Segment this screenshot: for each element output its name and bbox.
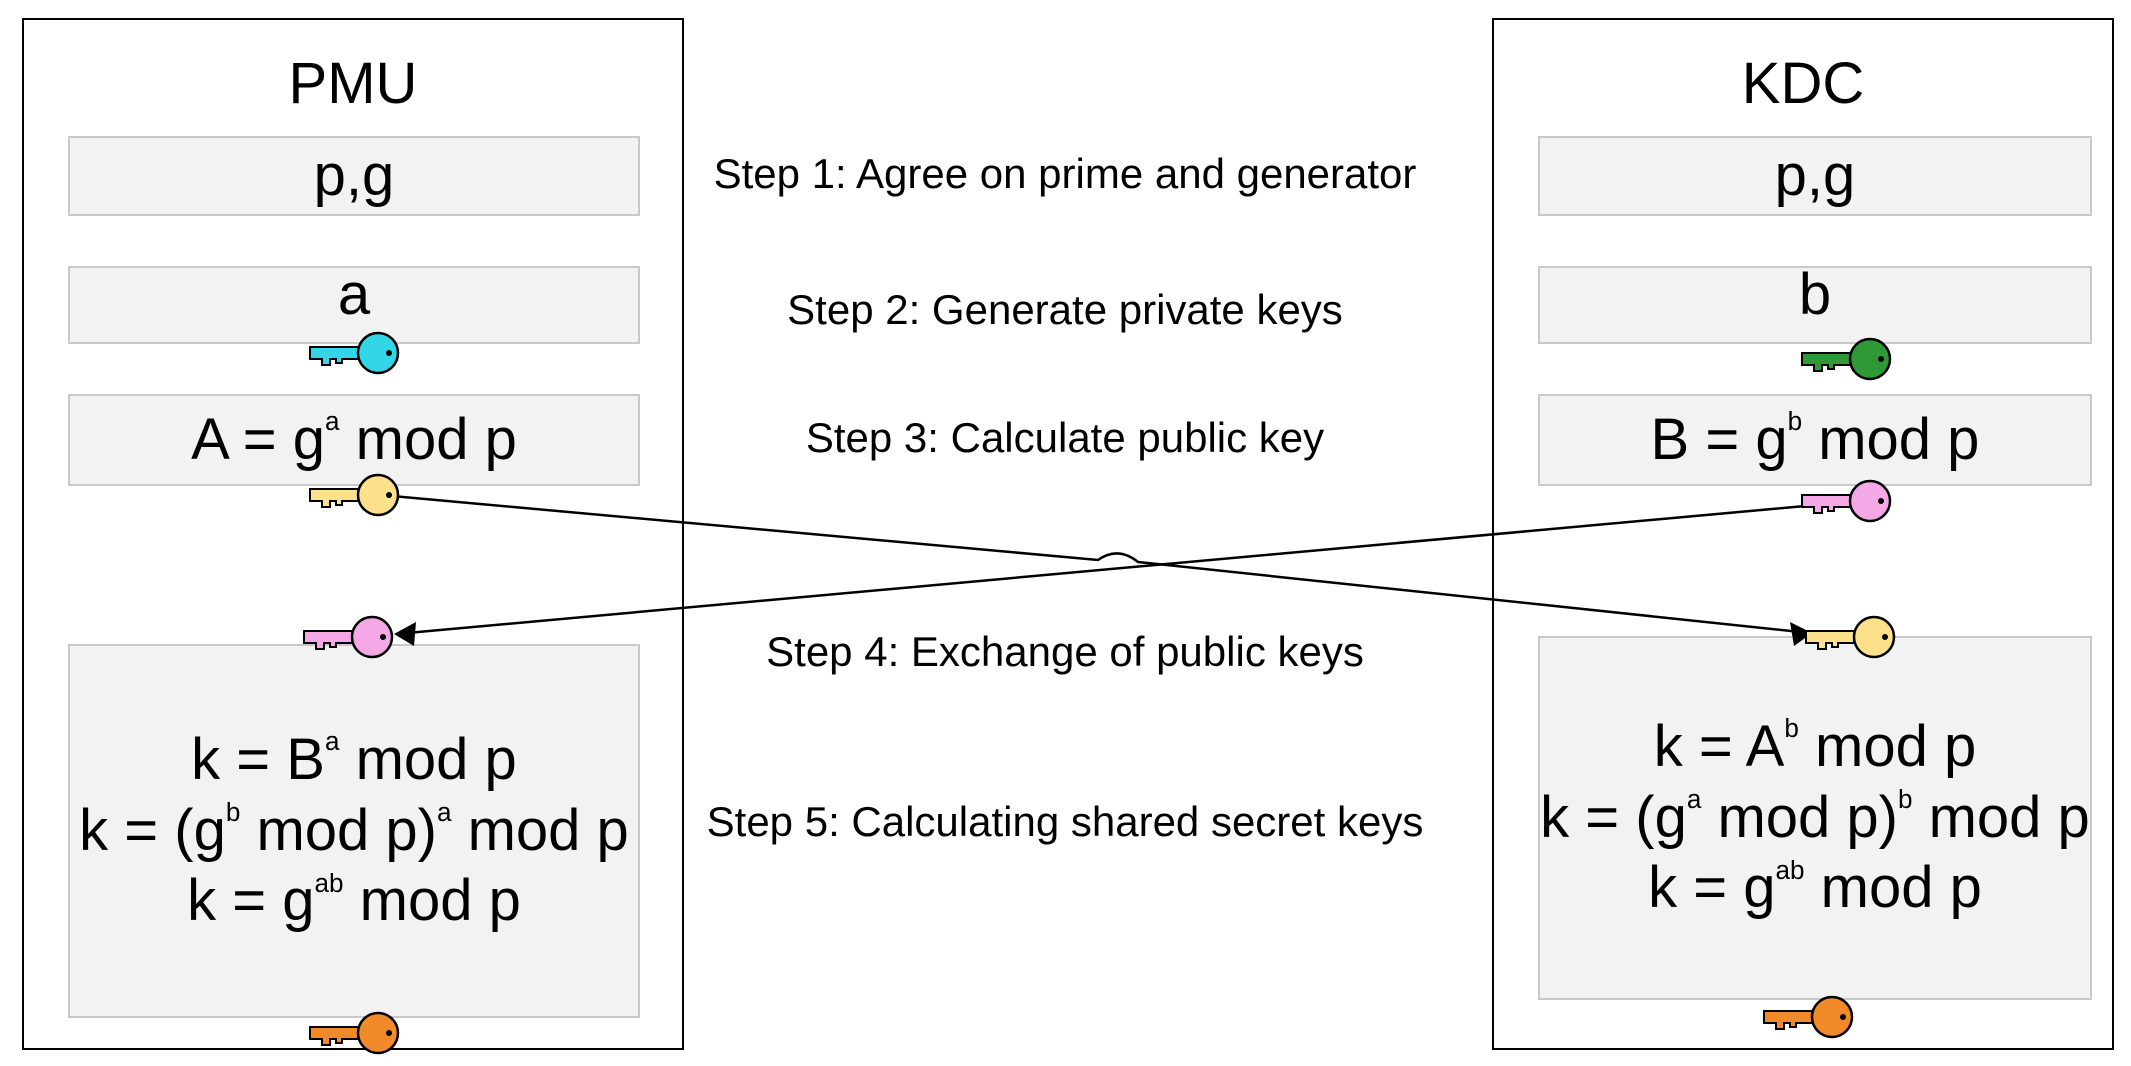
- pmu-shared-formula-3: k = gab mod p: [187, 867, 521, 934]
- pmu-title: PMU: [288, 51, 418, 116]
- kdc-public-key-box: B = gb mod p: [1538, 394, 2092, 486]
- pmu-public-key-icon: [309, 473, 400, 517]
- pmu-private-key: a: [337, 261, 371, 327]
- kdc-private-key: b: [1798, 261, 1832, 327]
- kdc-shared-formula-1: k = Ab mod p: [1653, 713, 1977, 779]
- pmu-public-key-formula: A = ga mod p: [191, 405, 517, 472]
- pmu-private-key-icon: [309, 331, 400, 375]
- kdc-received-public-key-icon: [1805, 615, 1896, 659]
- arrow-head-kdc: [1790, 622, 1812, 646]
- step-1-label: Step 1: Agree on prime and generator: [713, 150, 1417, 197]
- arrow-kdc-to-pmu: [395, 501, 1839, 636]
- step-3-label: Step 3: Calculate public key: [805, 414, 1325, 461]
- pmu-shared-key-icon: [309, 1011, 400, 1055]
- kdc-shared-formula-3: k = gab mod p: [1648, 854, 1982, 921]
- arrow-pmu-to-kdc: [391, 494, 1811, 635]
- kdc-shared-formula-2: k = (ga mod p)b mod p: [1540, 783, 2090, 850]
- kdc-private-key-box: b: [1538, 262, 2092, 344]
- pmu-shared-formula-1: k = Ba mod p: [191, 726, 517, 792]
- pmu-received-public-key-icon: [303, 615, 394, 659]
- pmu-shared-key-box: k = Ba mod p k = (gb mod p)a mod p k = g…: [68, 644, 640, 1018]
- kdc-shared-key-box: k = Ab mod p k = (ga mod p)b mod p k = g…: [1538, 636, 2092, 1000]
- kdc-title: KDC: [1741, 51, 1865, 116]
- kdc-public-key-icon: [1801, 479, 1892, 523]
- kdc-params: p,g: [1774, 142, 1856, 208]
- step-2-label: Step 2: Generate private keys: [787, 286, 1343, 333]
- pmu-params: p,g: [313, 142, 395, 208]
- kdc-shared-key-icon: [1763, 995, 1854, 1039]
- step-4-label: Step 4: Exchange of public keys: [766, 628, 1364, 675]
- arrow-head-pmu: [394, 622, 416, 646]
- kdc-private-key-icon: [1801, 337, 1892, 381]
- step-5-label: Step 5: Calculating shared secret keys: [706, 798, 1424, 845]
- pmu-public-key-box: A = ga mod p: [68, 394, 640, 486]
- kdc-params-box: p,g: [1538, 136, 2092, 216]
- pmu-params-box: p,g: [68, 136, 640, 216]
- pmu-private-key-box: a: [68, 262, 640, 344]
- kdc-public-key-formula: B = gb mod p: [1650, 405, 1980, 472]
- pmu-shared-formula-2: k = (gb mod p)a mod p: [79, 796, 629, 863]
